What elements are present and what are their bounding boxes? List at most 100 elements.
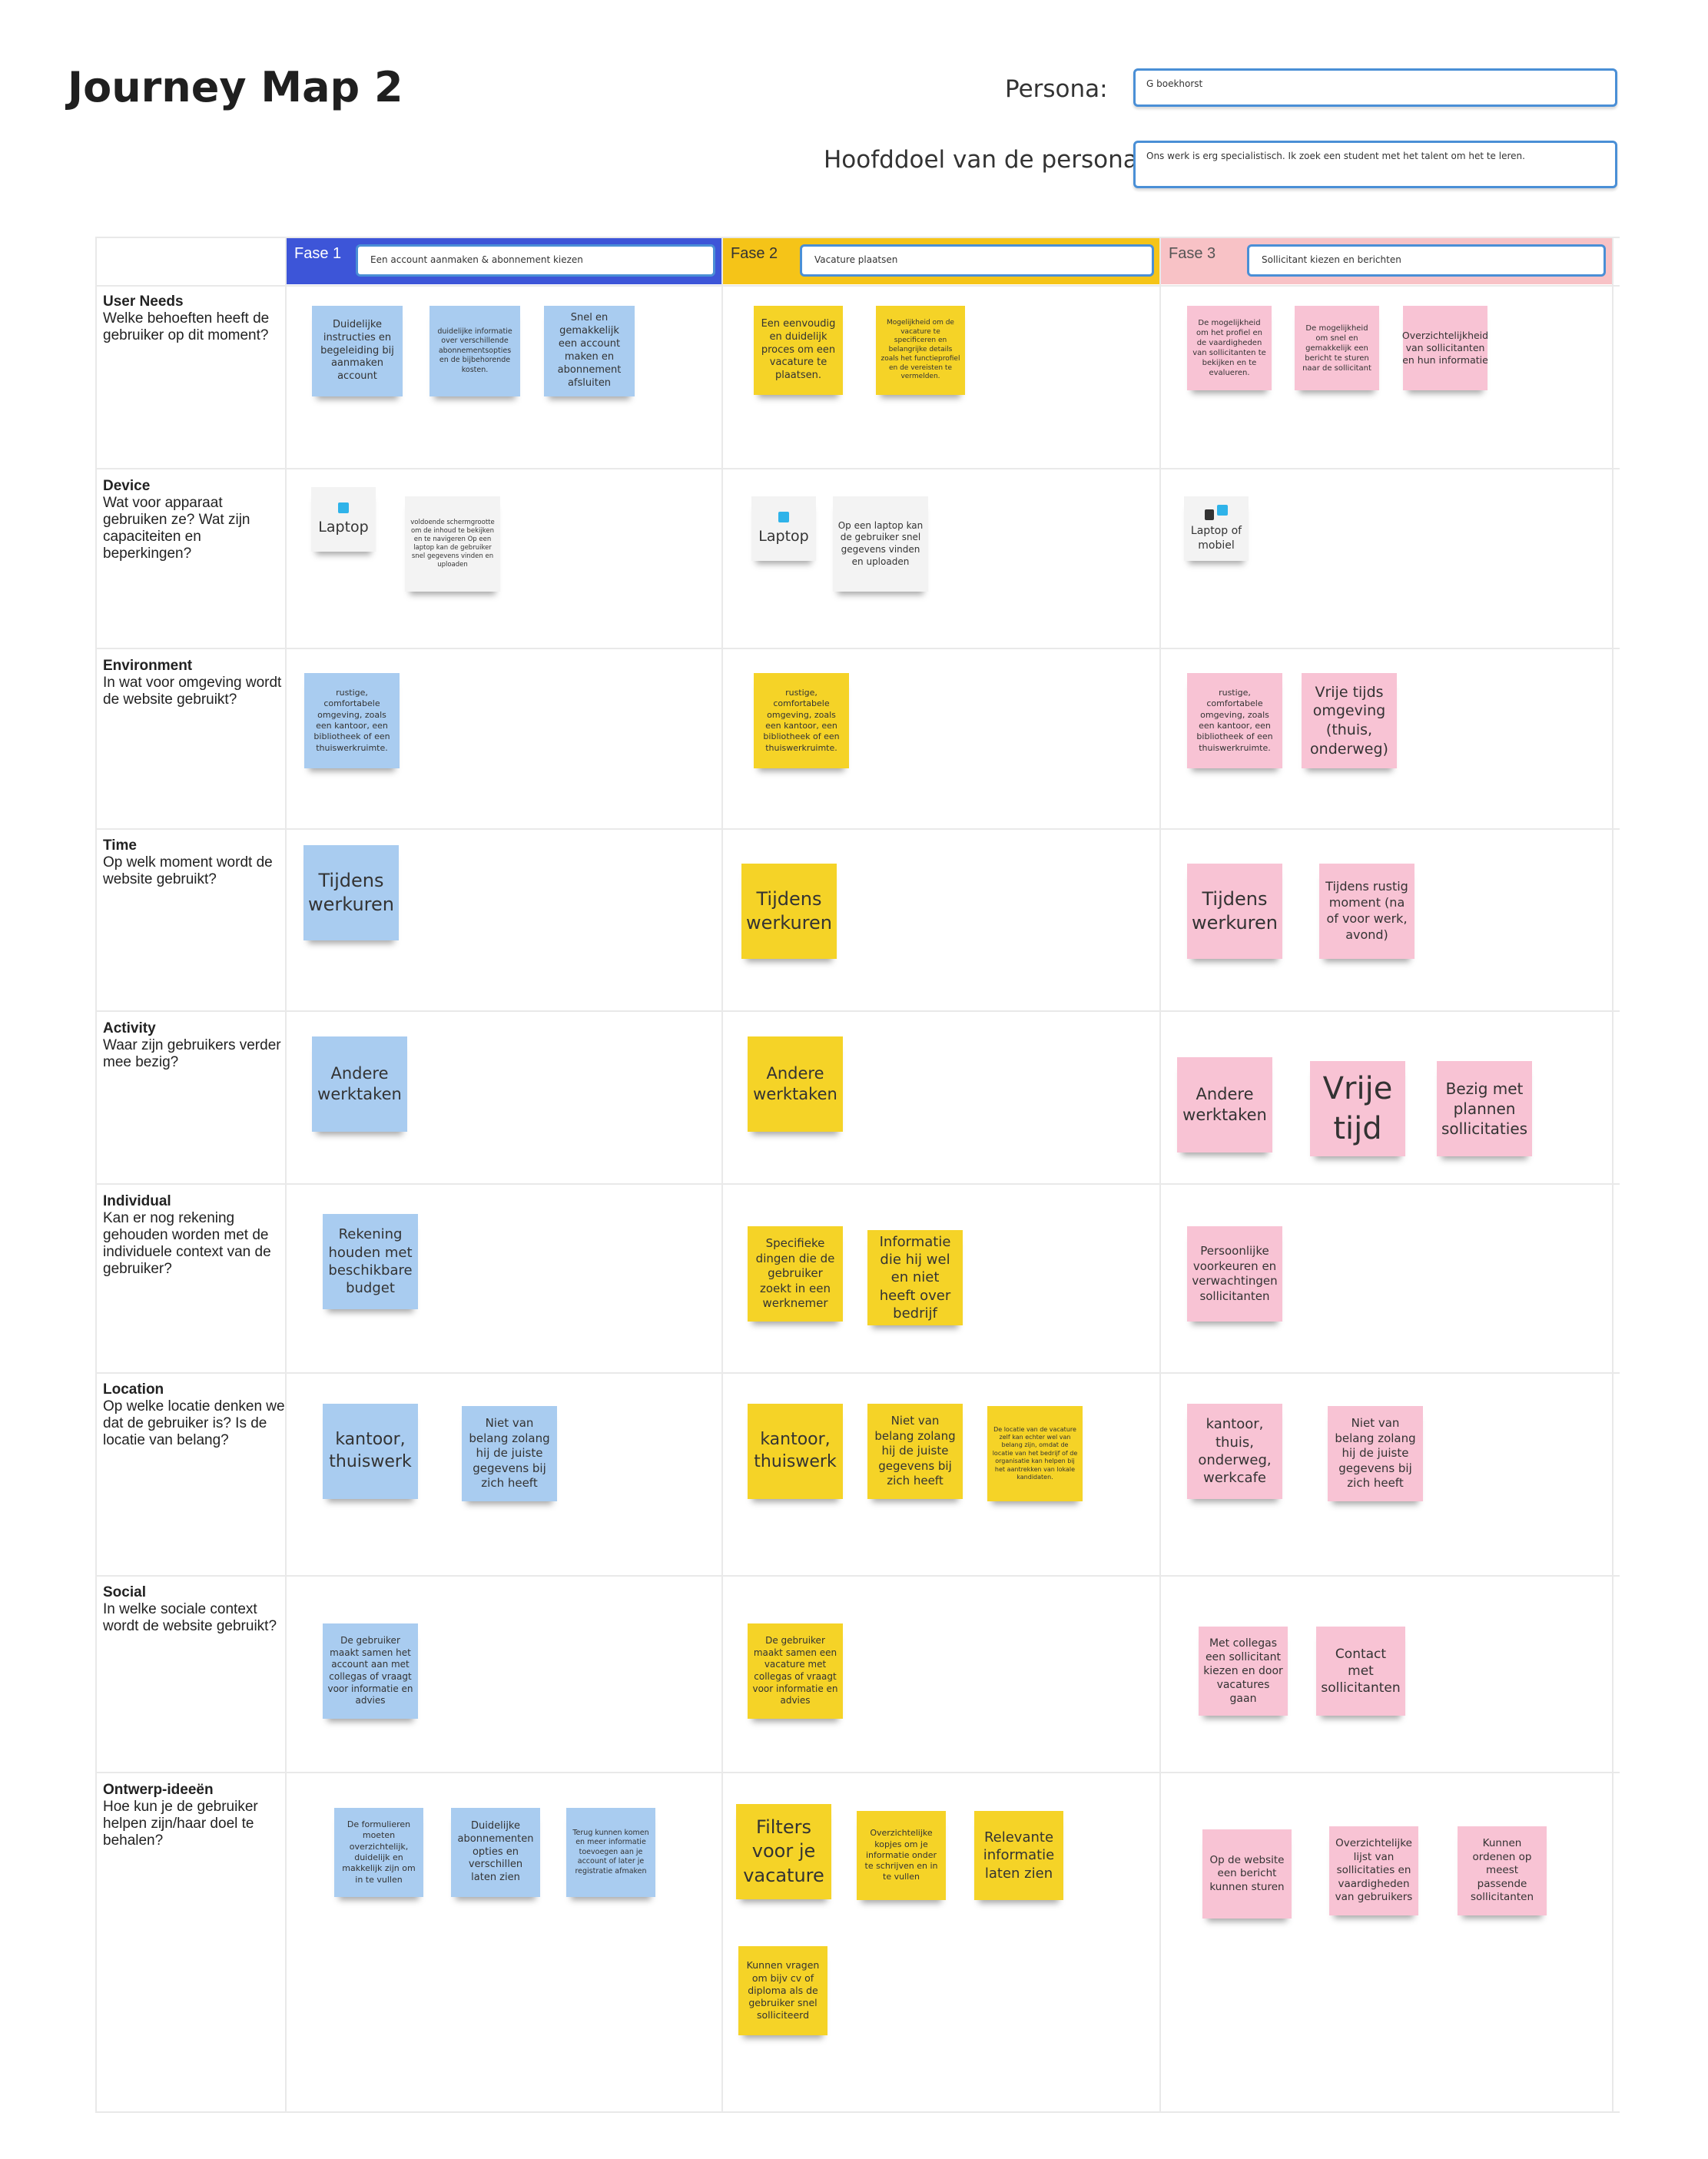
sticky-note[interactable]: Informatie die hij wel en niet heeft ove… [867, 1230, 963, 1325]
sticky-note[interactable]: Vrije tijd [1310, 1061, 1405, 1156]
row-subtitle: Waar zijn gebruikers verder mee bezig? [103, 1037, 281, 1070]
sticky-note[interactable]: De formulieren moeten overzichtelijk, du… [334, 1808, 423, 1897]
sticky-note[interactable]: Kunnen ordenen op meest passende sollici… [1458, 1826, 1547, 1915]
sticky-note[interactable]: Overzichtelijke lijst van sollicitaties … [1329, 1826, 1418, 1915]
laptop-icon [338, 502, 349, 513]
sticky-note[interactable]: Tijdens werkuren [303, 845, 399, 940]
laptop-icon [778, 511, 789, 522]
sticky-note[interactable]: Kunnen vragen om bijv cv of diploma als … [738, 1946, 827, 2035]
sticky-note[interactable]: Laptop [751, 496, 816, 561]
sticky-note[interactable]: Specifieke dingen die de gebruiker zoekt… [748, 1226, 843, 1322]
row-title: Activity [103, 1020, 156, 1036]
grid-line [285, 237, 287, 2113]
sticky-note[interactable]: Tijdens werkuren [741, 864, 837, 959]
sticky-note[interactable]: Op een laptop kan de gebruiker snel gege… [833, 496, 928, 592]
phase-1-input[interactable]: Een account aanmaken & abonnement kiezen [356, 244, 715, 277]
row-title: Time [103, 837, 138, 854]
sticky-note[interactable]: De locatie van de vacature zelf kan echt… [987, 1406, 1083, 1501]
sticky-note[interactable]: Duidelijke abonnementen opties en versch… [451, 1808, 540, 1897]
sticky-note[interactable]: rustige, comfortabele omgeving, zoals ee… [754, 673, 849, 768]
sticky-note[interactable]: rustige, comfortabele omgeving, zoals ee… [1187, 673, 1282, 768]
row-subtitle: Op welk moment wordt de website gebruikt… [103, 854, 273, 887]
goal-input[interactable]: Ons werk is erg specialistisch. Ik zoek … [1133, 141, 1617, 188]
phase-2-header: Fase 2 Vacature plaatsen [723, 238, 1159, 284]
sticky-note[interactable]: Niet van belang zolang hij de juiste geg… [1328, 1406, 1423, 1501]
grid-line [95, 2111, 1620, 2113]
phase-1-label: Fase 1 [294, 245, 342, 262]
phase-3-input[interactable]: Sollicitant kiezen en berichten [1247, 244, 1606, 277]
note-text: Laptop [318, 518, 369, 536]
page-title: Journey Map 2 [68, 63, 403, 111]
sticky-note[interactable]: Met collegas een sollicitant kiezen en d… [1199, 1627, 1288, 1716]
row-title: Ontwerp-ideeën [103, 1782, 214, 1798]
sticky-note[interactable]: Vrije tijds omgeving (thuis, onderweg) [1302, 673, 1397, 768]
sticky-note[interactable]: Laptop of mobiel [1184, 496, 1249, 561]
grid-line [95, 1575, 1620, 1577]
sticky-note[interactable]: Op de website een bericht kunnen sturen [1202, 1829, 1292, 1919]
sticky-note[interactable]: Andere werktaken [748, 1036, 843, 1132]
sticky-note[interactable]: voldoende schermgrootte om de inhoud te … [405, 496, 500, 592]
sticky-note[interactable]: kantoor, thuiswerk [323, 1404, 418, 1499]
laptop-icon [1217, 505, 1228, 516]
grid-line [1612, 237, 1613, 2113]
sticky-note[interactable]: De gebruiker maakt samen het account aan… [323, 1623, 418, 1719]
sticky-note[interactable]: duidelijke informatie over verschillende… [429, 306, 520, 396]
grid-line [95, 237, 1620, 238]
row-subtitle: Op welke locatie denken we dat de gebrui… [103, 1398, 285, 1448]
sticky-note[interactable]: De mogelijkheid om het profiel en de vaa… [1187, 306, 1272, 390]
sticky-note[interactable]: De mogelijkheid om snel en gemakkelijk e… [1295, 306, 1379, 390]
grid-line [95, 1772, 1620, 1773]
phase-3-label: Fase 3 [1169, 245, 1216, 262]
sticky-note[interactable]: Niet van belang zolang hij de juiste geg… [867, 1404, 963, 1499]
phase-1-header: Fase 1 Een account aanmaken & abonnement… [287, 238, 721, 284]
grid-line [95, 285, 1620, 287]
row-title: Environment [103, 658, 193, 674]
sticky-note[interactable]: kantoor, thuiswerk [748, 1404, 843, 1499]
row-subtitle: Hoe kun je de gebruiker helpen zijn/haar… [103, 1799, 258, 1849]
sticky-note[interactable]: Overzichtelijke kopjes om je informatie … [857, 1811, 946, 1900]
sticky-note[interactable]: Laptop [311, 487, 376, 552]
grid-line [95, 828, 1620, 830]
row-title: Social [103, 1584, 146, 1600]
goal-label: Hoofddoel van de persona: [824, 146, 1146, 174]
sticky-note[interactable]: Andere werktaken [312, 1036, 407, 1132]
persona-input[interactable]: G boekhorst [1133, 68, 1617, 107]
sticky-note[interactable]: Niet van belang zolang hij de juiste geg… [462, 1406, 557, 1501]
row-subtitle: Welke behoeften heeft de gebruiker op di… [103, 310, 270, 343]
sticky-note[interactable]: Duidelijke instructies en begeleiding bi… [312, 306, 403, 396]
sticky-note[interactable]: Persoonlijke voorkeuren en verwachtingen… [1187, 1226, 1282, 1322]
sticky-note[interactable]: Tijdens werkuren [1187, 864, 1282, 959]
row-subtitle: Kan er nog rekening gehouden worden met … [103, 1210, 271, 1277]
sticky-note[interactable]: Relevante informatie laten zien [974, 1811, 1063, 1900]
note-text: Laptop [758, 527, 809, 545]
row-subtitle: In wat voor omgeving wordt de website ge… [103, 675, 282, 708]
grid-line [95, 1372, 1620, 1374]
row-title: User Needs [103, 294, 184, 310]
grid-line [1159, 237, 1161, 2113]
sticky-note[interactable]: Terug kunnen komen en meer informatie to… [566, 1808, 655, 1897]
sticky-note[interactable]: Andere werktaken [1177, 1057, 1272, 1152]
sticky-note[interactable]: Mogelijkheid om de vacature te specifice… [876, 306, 965, 395]
grid-line [721, 237, 723, 2113]
row-title: Device [103, 478, 151, 494]
row-subtitle: In welke sociale context wordt de websit… [103, 1601, 277, 1634]
sticky-note[interactable]: Bezig met plannen sollicitaties [1437, 1061, 1532, 1156]
phase-2-input[interactable]: Vacature plaatsen [800, 244, 1154, 277]
phone-icon [1205, 509, 1214, 521]
sticky-note[interactable]: Contact met sollicitanten [1316, 1627, 1405, 1716]
persona-label: Persona: [1005, 75, 1108, 103]
sticky-note[interactable]: Een eenvoudig en duidelijk proces om een… [754, 306, 843, 395]
sticky-note[interactable]: De gebruiker maakt samen een vacature me… [748, 1623, 843, 1719]
sticky-note[interactable]: rustige, comfortabele omgeving, zoals ee… [304, 673, 400, 768]
sticky-note[interactable]: Filters voor je vacature [736, 1804, 831, 1899]
grid-line [95, 468, 1620, 469]
sticky-note[interactable]: Rekening houden met beschikbare budget [323, 1214, 418, 1309]
sticky-note[interactable]: Tijdens rustig moment (na of voor werk, … [1319, 864, 1414, 959]
sticky-note[interactable]: Overzichtelijkheid van sollicitanten en … [1402, 306, 1488, 390]
sticky-note[interactable]: Snel en gemakkelijk een account maken en… [544, 306, 635, 396]
sticky-note[interactable]: kantoor, thuis, onderweg, werkcafe [1187, 1404, 1282, 1499]
